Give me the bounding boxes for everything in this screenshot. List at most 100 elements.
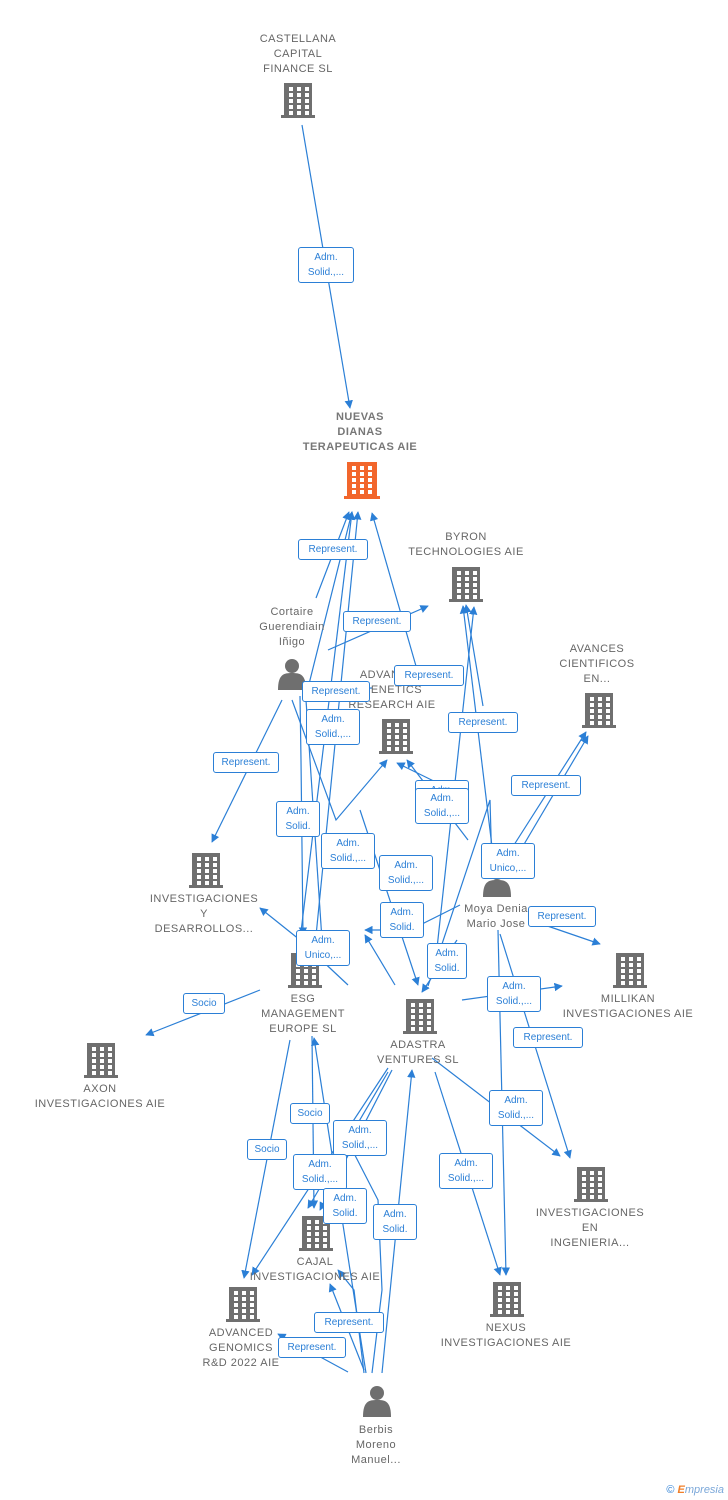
edge-label-line: Adm. [286, 806, 310, 817]
edge-label-line: Represent. [311, 685, 361, 697]
edge-label[interactable]: Adm.Solid.,... [321, 833, 375, 869]
logo-e: E [677, 1484, 685, 1496]
edge-label[interactable]: Adm.Solid.,... [379, 855, 433, 891]
edge-label-line: Represent. [404, 669, 454, 681]
edge-label[interactable]: Represent. [528, 905, 596, 927]
edge-label-line: Represent. [308, 543, 358, 555]
node-label-line: Cortaire [270, 606, 314, 618]
edge-label-line: Represent. [458, 716, 508, 728]
node-label-line: TERAPEUTICAS AIE [302, 441, 418, 453]
building-icon[interactable] [344, 462, 380, 499]
edge-label-line: Solid. [389, 922, 415, 933]
edge-label[interactable]: Represent. [298, 538, 368, 560]
edge-label[interactable]: Represent. [343, 610, 411, 632]
edge-label-line: Socio [297, 1107, 323, 1119]
edge-label[interactable]: Represent. [278, 1336, 346, 1358]
building-icon[interactable] [189, 853, 223, 888]
edge-label-line: Represent. [521, 779, 571, 791]
node-label-line: INGENIERIA... [550, 1237, 630, 1249]
logo-text: mpresia [684, 1484, 724, 1496]
node-label-line: Manuel... [351, 1454, 401, 1466]
edge-label[interactable]: Represent. [314, 1311, 384, 1333]
building-icon[interactable] [574, 1167, 608, 1202]
person-icon[interactable] [363, 1386, 391, 1417]
edge-label[interactable]: Adm. Solid. [380, 902, 424, 938]
edge-label[interactable]: Represent. [513, 1026, 583, 1048]
node-label-line: TECHNOLOGIES AIE [408, 546, 524, 558]
node-label-line: AXON [83, 1083, 117, 1095]
edge-label[interactable]: Adm.Solid. [323, 1188, 367, 1224]
edge-label[interactable]: Adm.Solid.,... [415, 788, 469, 824]
relationship-edge [341, 1129, 383, 1374]
building-icon[interactable] [613, 953, 647, 988]
edge-label[interactable]: Socio [247, 1138, 287, 1160]
edge-label[interactable]: Adm.Solid. [276, 801, 320, 837]
edge-label[interactable]: Represent. [213, 751, 279, 773]
building-icon[interactable] [281, 83, 315, 118]
edge-label[interactable]: Adm.Solid. [373, 1204, 417, 1240]
building-icon[interactable] [449, 567, 483, 602]
edge-label[interactable]: Represent. [302, 680, 370, 702]
edge-label[interactable]: Adm.Unico,... [296, 930, 350, 966]
edge-label-line: Adm. [435, 948, 459, 959]
building-icon[interactable] [84, 1043, 118, 1078]
edge-label[interactable]: Represent. [448, 711, 518, 733]
node-label-line: ESG [290, 993, 316, 1005]
edge-label[interactable]: Socio [183, 992, 225, 1014]
empresia-logo[interactable]: © Empresia [666, 1484, 724, 1496]
edge-label[interactable]: Adm.Solid.,... [489, 1090, 543, 1126]
edge-label[interactable]: Adm.Solid.,... [306, 709, 360, 745]
edge-label[interactable]: Represent. [511, 774, 581, 796]
edge-label-line: Solid.,... [497, 1110, 535, 1121]
building-icon[interactable] [299, 1216, 333, 1251]
edge-label-line: Represent. [287, 1341, 337, 1353]
building-icon[interactable] [403, 999, 437, 1034]
node-label-line: INVESTIGACIONES [149, 893, 259, 905]
node-label-line: INVESTIGACIONES AIE [34, 1098, 166, 1110]
edge-label-line: Adm. [390, 907, 414, 918]
edge-label[interactable]: Adm.Solid.,... [298, 247, 354, 283]
building-icon[interactable] [226, 1287, 260, 1322]
building-icon[interactable] [490, 1282, 524, 1317]
edge-label[interactable]: Adm.Solid.,... [293, 1154, 347, 1190]
node-label-line: DESARROLLOS... [154, 923, 254, 935]
edges-layer [145, 124, 601, 1374]
edge-label-line: Solid. [434, 963, 460, 974]
edge-label-line: Adm. [430, 793, 454, 804]
edge-label-line: Adm. [333, 1193, 357, 1204]
building-icon[interactable] [582, 693, 616, 728]
building-icon[interactable] [379, 719, 413, 754]
edge-label[interactable]: Socio [290, 1102, 330, 1124]
edge-label[interactable]: Adm.Unico,... [481, 843, 535, 879]
edge-label[interactable]: Adm.Solid.,... [487, 976, 541, 1012]
edge-label[interactable]: Represent. [394, 664, 464, 686]
node-label-line: CAPITAL [273, 48, 323, 60]
edge-label-line: Adm. [454, 1158, 478, 1169]
person-icon[interactable] [278, 659, 306, 690]
edge-label[interactable]: Adm.Solid.,... [439, 1153, 493, 1189]
edge-label[interactable]: Adm.Solid.,... [333, 1120, 387, 1156]
node-label-line: EUROPE SL [269, 1023, 337, 1035]
edge-label[interactable]: Adm. Solid. [427, 943, 467, 979]
node-label-line: INVESTIGACIONES AIE [440, 1337, 572, 1349]
node-label-axon[interactable]: AXON INVESTIGACIONES AIE [20, 1082, 180, 1112]
edge-label-line: Unico,... [489, 863, 527, 874]
edge-label-line: Represent. [537, 910, 587, 922]
node-label-line: CASTELLANA [259, 33, 337, 45]
edge-label-line: Solid.,... [301, 1174, 339, 1185]
